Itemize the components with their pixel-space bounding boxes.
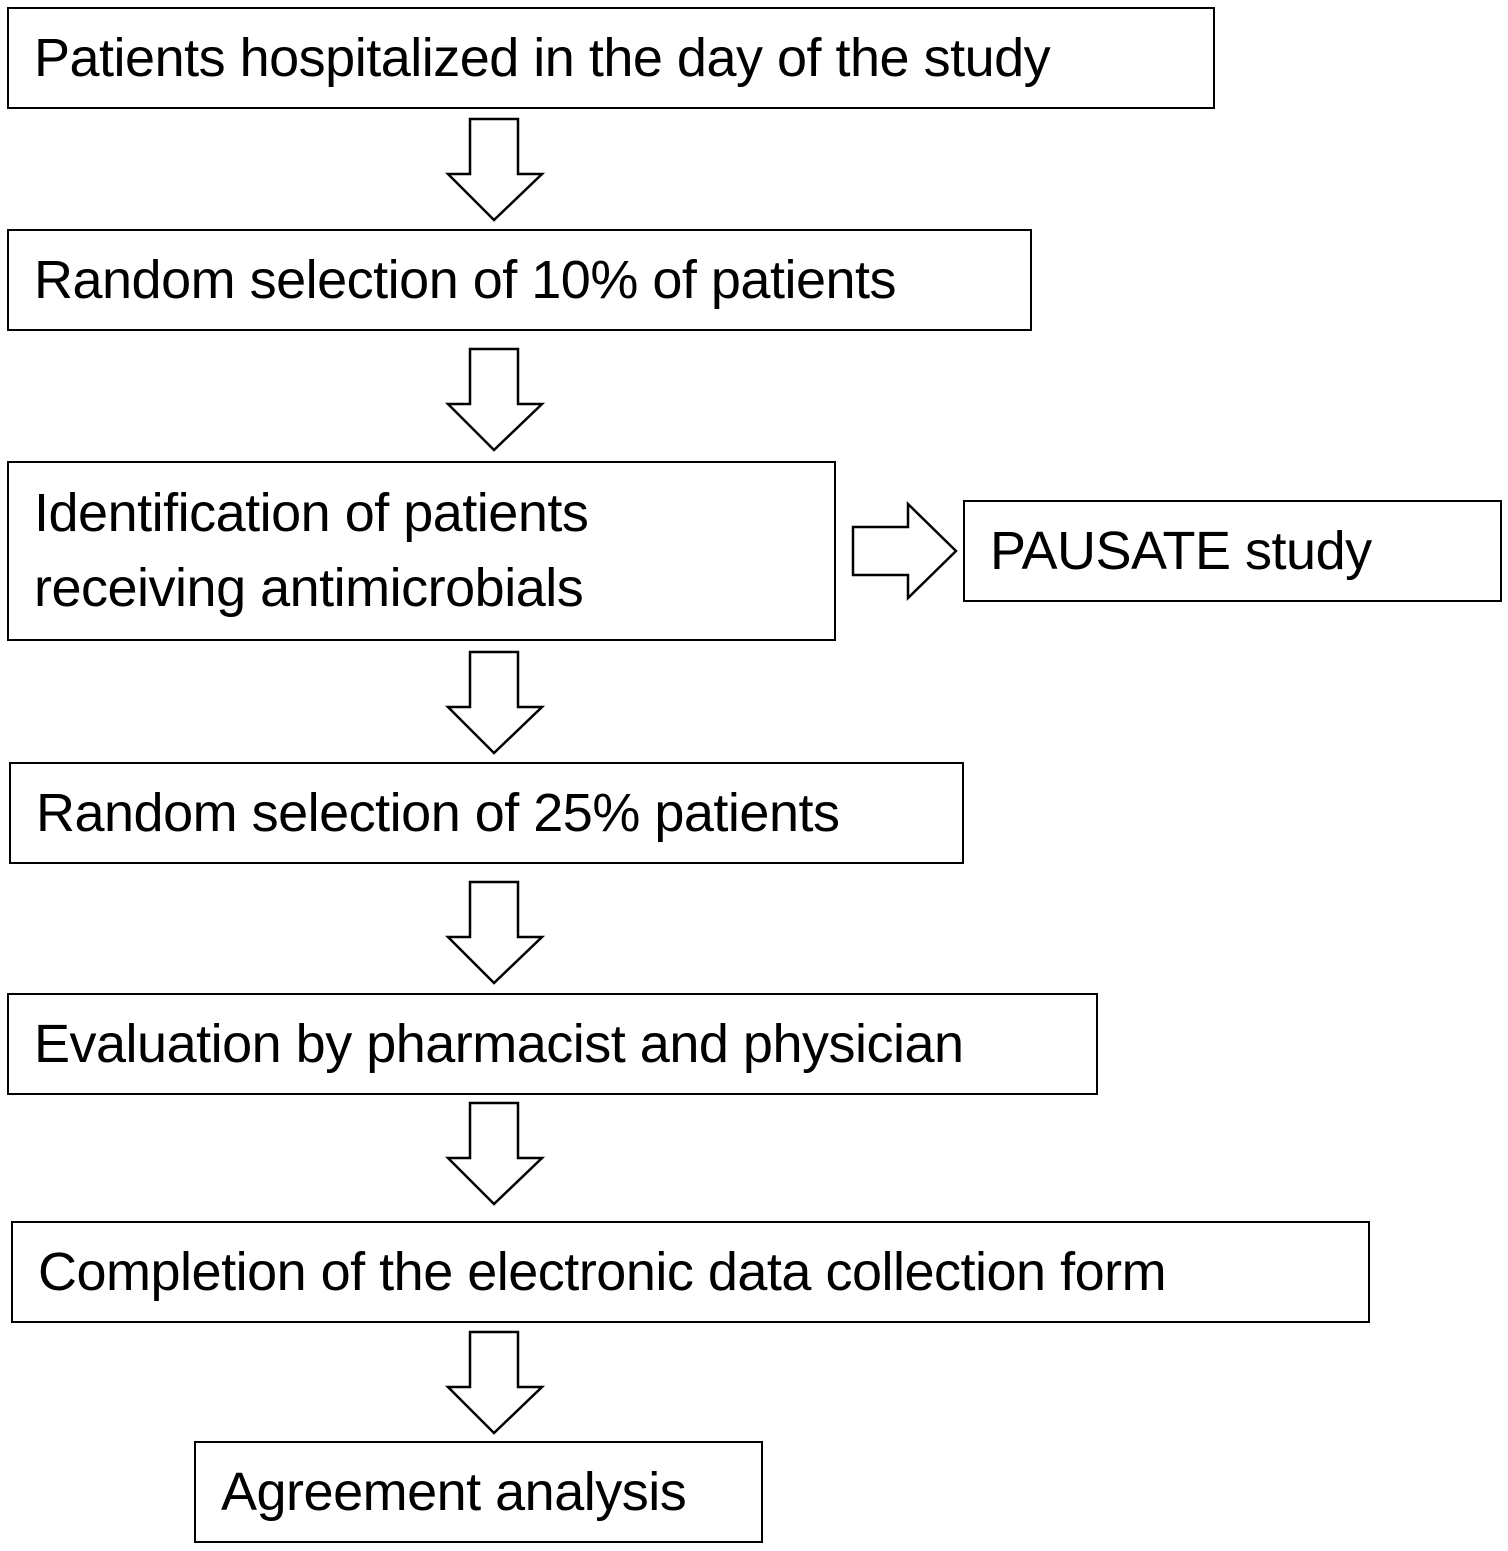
step-box-evaluation: Evaluation by pharmacist and physician bbox=[7, 993, 1098, 1095]
step-box-random-selection-25: Random selection of 25% patients bbox=[9, 762, 964, 864]
step-label: Agreement analysis bbox=[221, 1461, 687, 1522]
right-arrow-icon bbox=[851, 501, 958, 601]
step-label: Identification of patients receiving ant… bbox=[34, 483, 589, 618]
step-label: Random selection of 25% patients bbox=[36, 782, 840, 843]
down-arrow-icon bbox=[444, 1330, 546, 1435]
step-label: Evaluation by pharmacist and physician bbox=[34, 1013, 964, 1074]
down-arrow-icon bbox=[444, 1101, 546, 1206]
step-label: Patients hospitalized in the day of the … bbox=[34, 27, 1051, 88]
step-box-patients-hospitalized: Patients hospitalized in the day of the … bbox=[7, 7, 1215, 109]
down-arrow-icon bbox=[444, 650, 546, 755]
step-box-random-selection-10: Random selection of 10% of patients bbox=[7, 229, 1032, 331]
down-arrow-icon bbox=[444, 347, 546, 452]
down-arrow-icon bbox=[444, 880, 546, 985]
side-label: PAUSATE study bbox=[990, 520, 1372, 581]
step-box-data-collection-form: Completion of the electronic data collec… bbox=[11, 1221, 1370, 1323]
down-arrow-icon bbox=[444, 117, 546, 222]
step-label: Random selection of 10% of patients bbox=[34, 249, 897, 310]
step-box-identification-antimicrobials: Identification of patients receiving ant… bbox=[7, 461, 836, 641]
step-box-agreement-analysis: Agreement analysis bbox=[194, 1441, 763, 1543]
step-label: Completion of the electronic data collec… bbox=[38, 1241, 1167, 1302]
side-box-pausate-study: PAUSATE study bbox=[963, 500, 1502, 602]
